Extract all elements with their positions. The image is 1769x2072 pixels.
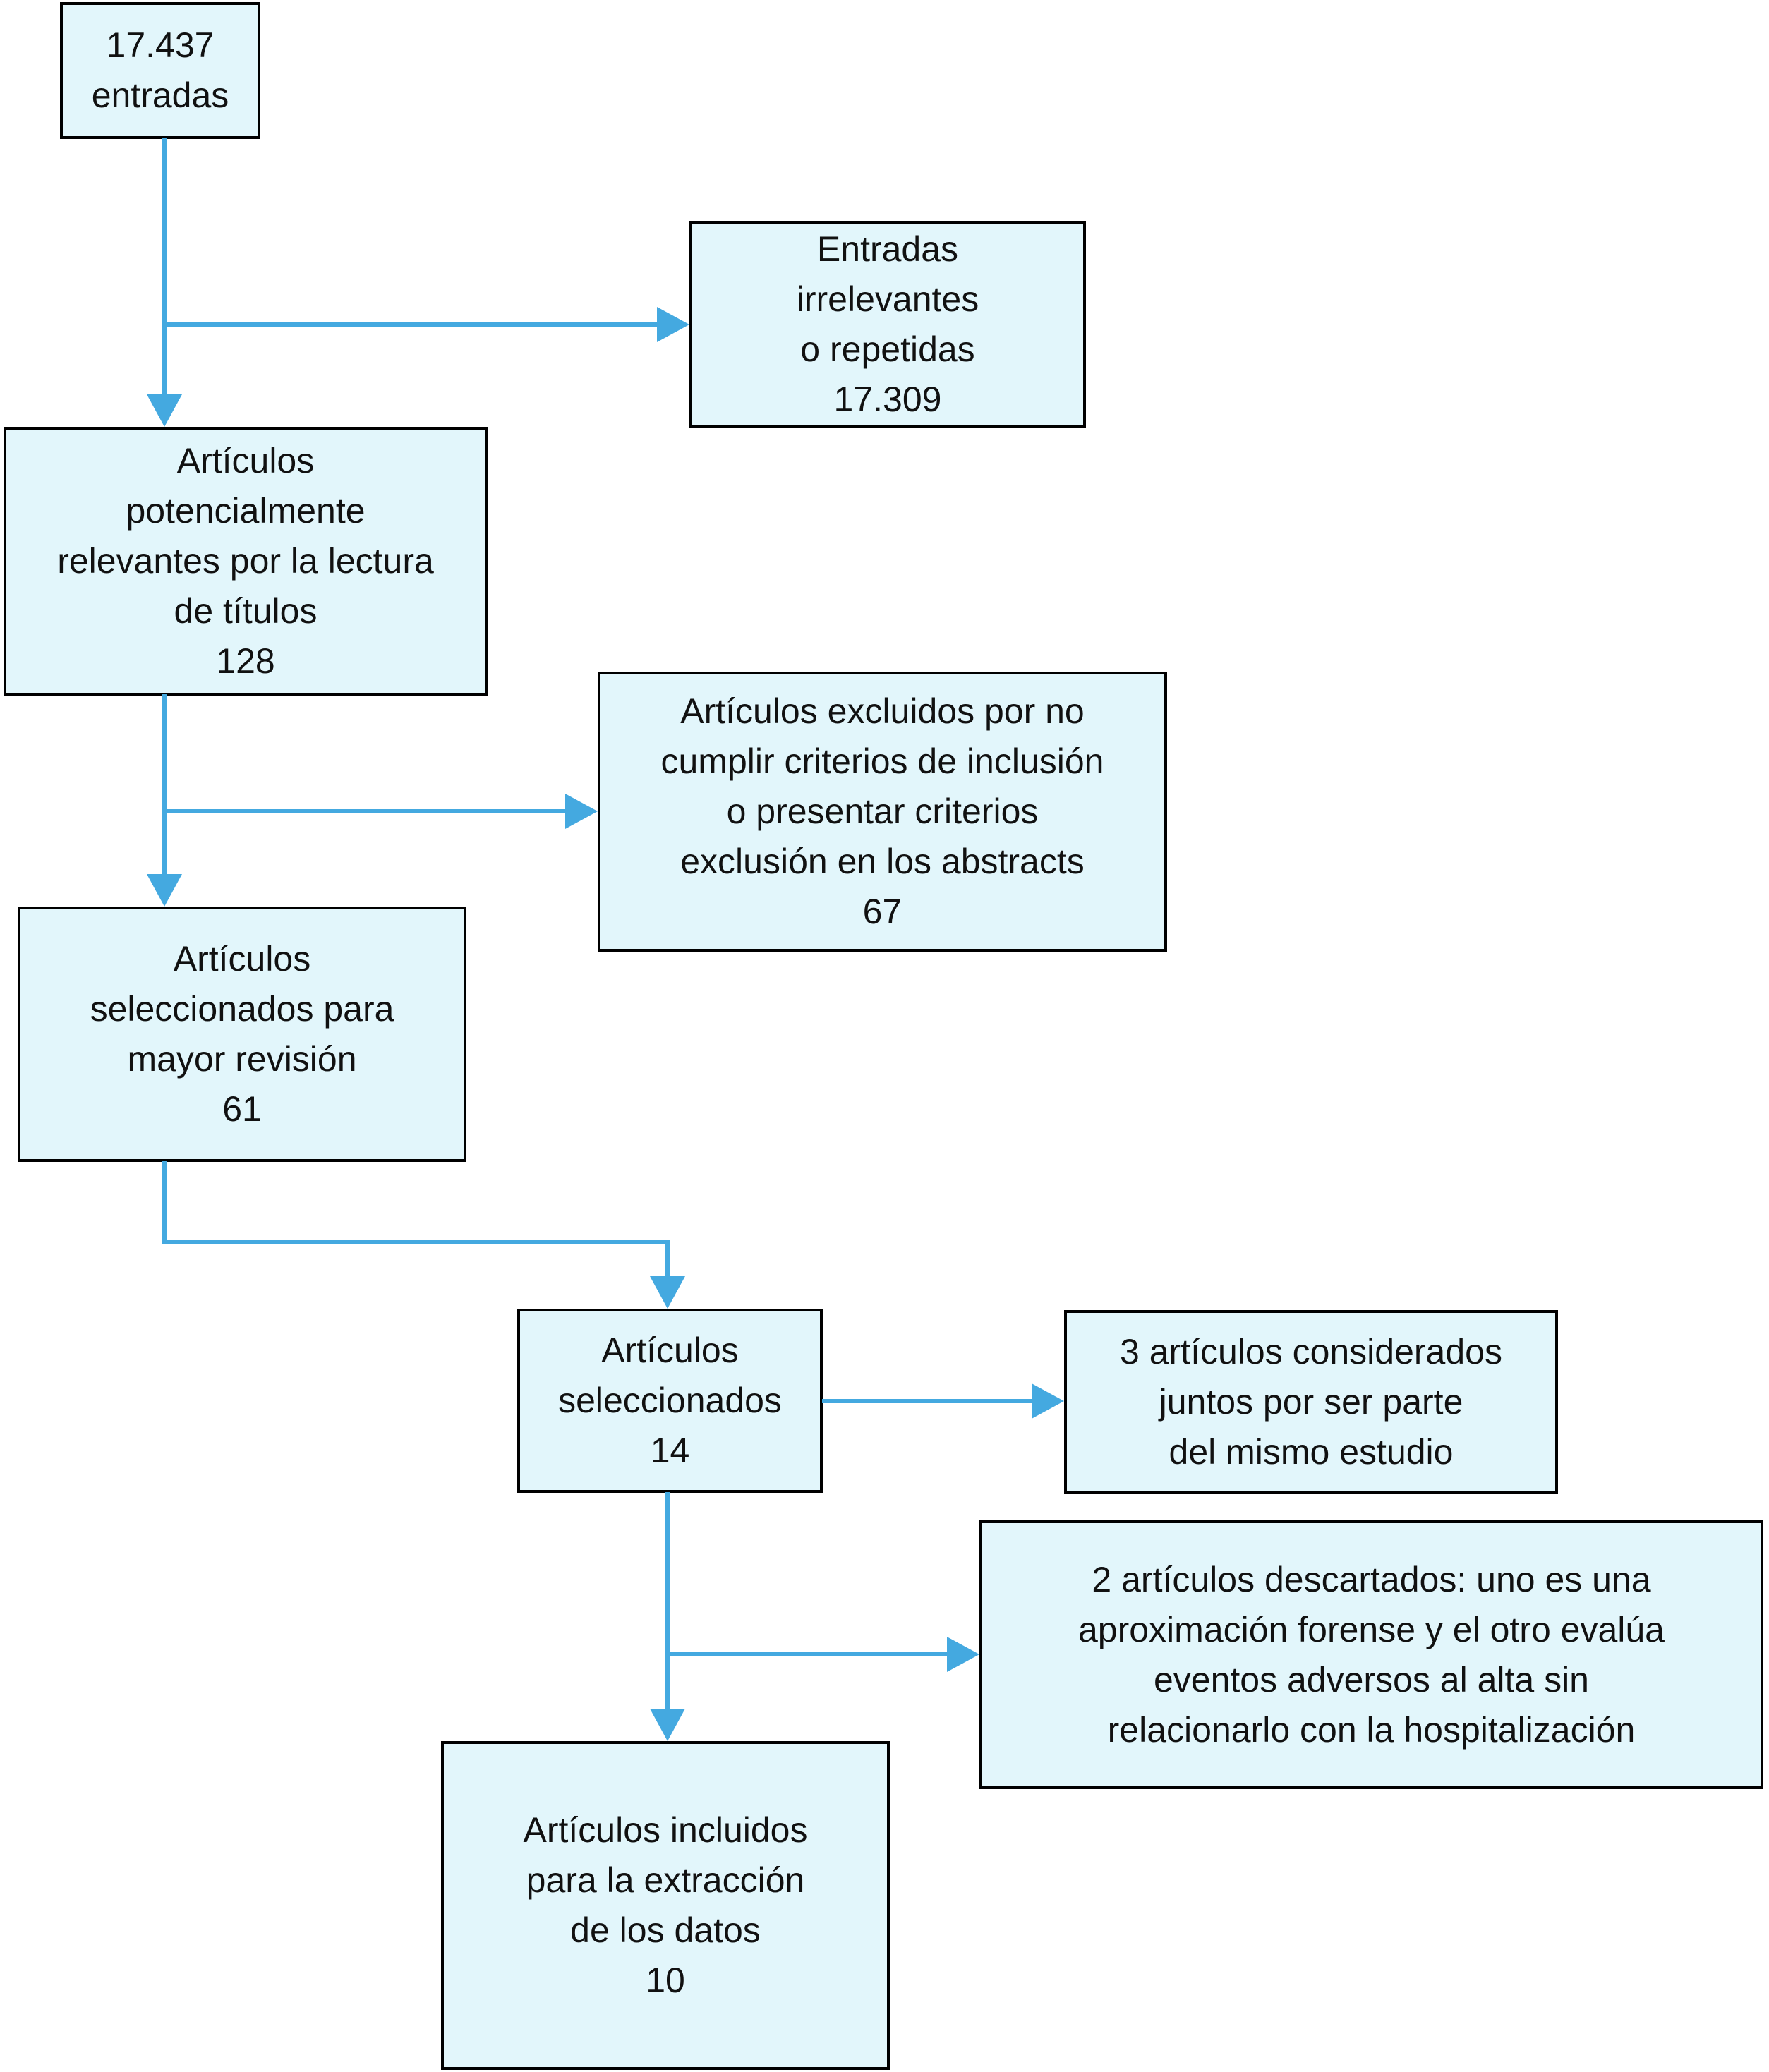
arrowhead-into-selected-icon bbox=[650, 1276, 685, 1309]
arrowhead-into-selected-review-icon bbox=[147, 874, 182, 907]
connector-potential-to-selected-review bbox=[162, 694, 167, 878]
connector-selected-to-included bbox=[665, 1492, 670, 1711]
connector-review-elbow-across bbox=[162, 1240, 670, 1244]
connector-branch-to-excluded bbox=[162, 809, 568, 813]
connector-entries-to-potential bbox=[162, 138, 167, 398]
arrowhead-into-potential-icon bbox=[147, 394, 182, 427]
connector-branch-to-irrelevant bbox=[162, 322, 660, 327]
box-included-articles: Artículos incluidos para la extracción d… bbox=[441, 1741, 890, 2070]
box-potentially-relevant: Artículos potencialmente relevantes por … bbox=[4, 427, 488, 696]
arrowhead-into-considered-icon bbox=[1032, 1383, 1064, 1419]
connector-review-elbow-into-selected bbox=[665, 1240, 670, 1279]
arrowhead-into-irrelevant-icon bbox=[657, 307, 689, 342]
box-selected-for-review: Artículos seleccionados para mayor revis… bbox=[18, 907, 466, 1162]
connector-review-elbow-down bbox=[162, 1161, 167, 1244]
arrowhead-into-included-icon bbox=[650, 1709, 685, 1741]
box-excluded-articles: Artículos excluidos por no cumplir crite… bbox=[598, 672, 1167, 952]
box-considered-together: 3 artículos considerados juntos por ser … bbox=[1064, 1310, 1558, 1494]
box-discarded-articles: 2 artículos descartados: uno es una apro… bbox=[979, 1520, 1763, 1789]
arrowhead-into-excluded-icon bbox=[565, 794, 598, 829]
box-selected-articles: Artículos seleccionados 14 bbox=[517, 1309, 823, 1493]
arrowhead-into-discarded-icon bbox=[947, 1637, 979, 1672]
box-entries: 17.437 entradas bbox=[60, 2, 260, 139]
box-irrelevant-entries: Entradas irrelevantes o repetidas 17.309 bbox=[689, 221, 1086, 428]
connector-selected-to-considered bbox=[822, 1399, 1034, 1403]
connector-branch-to-discarded bbox=[665, 1652, 949, 1656]
